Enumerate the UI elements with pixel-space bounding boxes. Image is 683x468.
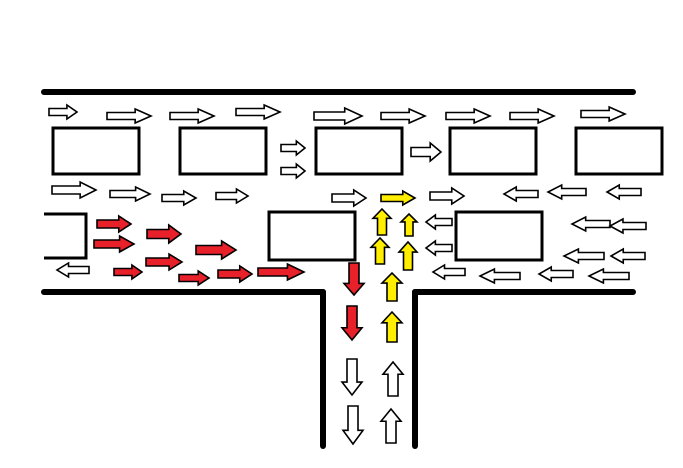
flow-arrow-icon-12 — [410, 141, 443, 163]
flow-arrow-icon-43 — [340, 305, 364, 342]
flow-arrow-icon-22 — [424, 213, 453, 231]
flow-arrow-icon-51 — [340, 358, 364, 397]
flow-arrow-icon-15 — [161, 189, 198, 207]
flow-arrow-icon-1 — [48, 103, 79, 121]
vehicle-block-2 — [178, 126, 268, 176]
flow-arrow-icon-39 — [178, 269, 211, 287]
flow-arrow-icon-45 — [371, 207, 393, 236]
flow-arrow-icon-20 — [546, 183, 587, 201]
flow-arrows — [48, 103, 647, 446]
vehicle-block-4 — [448, 126, 538, 176]
vehicle-block-3 — [314, 126, 404, 176]
flow-arrow-icon-42 — [342, 262, 366, 297]
flow-arrow-icon-8 — [509, 107, 556, 125]
flow-arrow-icon-50 — [380, 310, 404, 343]
flow-arrow-icon-30 — [562, 247, 605, 265]
flow-arrow-icon-13 — [51, 180, 98, 200]
flow-arrow-icon-24 — [431, 263, 466, 281]
flow-arrow-icon-44 — [380, 189, 417, 207]
flow-arrow-icon-27 — [587, 267, 630, 285]
flow-arrow-icon-29 — [608, 217, 647, 235]
flow-arrow-icon-9 — [580, 105, 627, 123]
flow-arrow-icon-11 — [280, 162, 307, 180]
vehicle-block-partial — [44, 212, 88, 260]
flow-arrow-icon-3 — [169, 107, 216, 125]
flow-arrow-icon-4 — [235, 103, 282, 121]
flow-arrow-icon-31 — [609, 247, 646, 265]
road-edges — [41, 89, 636, 449]
vehicle-block-5 — [574, 126, 664, 176]
flow-arrow-icon-28 — [570, 215, 611, 233]
vehicle-block-6 — [267, 210, 357, 262]
vehicle-block-7 — [454, 210, 544, 262]
flow-arrow-icon-10 — [280, 139, 307, 157]
flow-arrow-icon-23 — [424, 239, 453, 257]
flow-arrow-icon-46 — [399, 212, 419, 237]
flow-arrow-icon-32 — [55, 261, 90, 279]
flow-arrow-icon-17 — [331, 188, 368, 208]
flow-arrow-icon-34 — [93, 234, 136, 254]
flow-arrow-icon-5 — [313, 106, 364, 126]
flow-arrow-icon-2 — [106, 107, 153, 125]
flow-arrow-icon-53 — [381, 360, 405, 397]
flow-arrow-icon-18 — [429, 186, 466, 206]
flow-arrow-icon-49 — [380, 271, 404, 302]
flow-arrow-icon-14 — [109, 185, 152, 203]
flow-arrow-icon-6 — [380, 107, 427, 125]
flow-arrow-icon-48 — [397, 240, 419, 271]
flow-arrow-icon-25 — [478, 267, 521, 285]
flow-arrow-icon-36 — [195, 239, 238, 261]
flow-arrow-icon-41 — [257, 262, 306, 282]
flow-arrow-icon-35 — [146, 223, 183, 245]
flow-arrow-icon-52 — [341, 405, 365, 446]
vehicle-block-1 — [51, 126, 141, 176]
flow-arrow-icon-16 — [215, 187, 250, 205]
flow-arrow-icon-19 — [502, 185, 539, 203]
vehicle-blocks — [44, 126, 664, 262]
flow-arrow-icon-7 — [445, 107, 492, 125]
flow-arrow-icon-26 — [537, 265, 574, 283]
flow-arrow-icon-47 — [369, 236, 391, 265]
flow-arrow-icon-37 — [113, 263, 144, 281]
flow-arrow-icon-40 — [217, 264, 254, 284]
flow-arrow-icon-54 — [379, 407, 403, 444]
flow-arrow-icon-38 — [145, 252, 184, 272]
flow-arrow-icon-21 — [605, 183, 642, 201]
flow-arrow-icon-33 — [96, 214, 133, 234]
